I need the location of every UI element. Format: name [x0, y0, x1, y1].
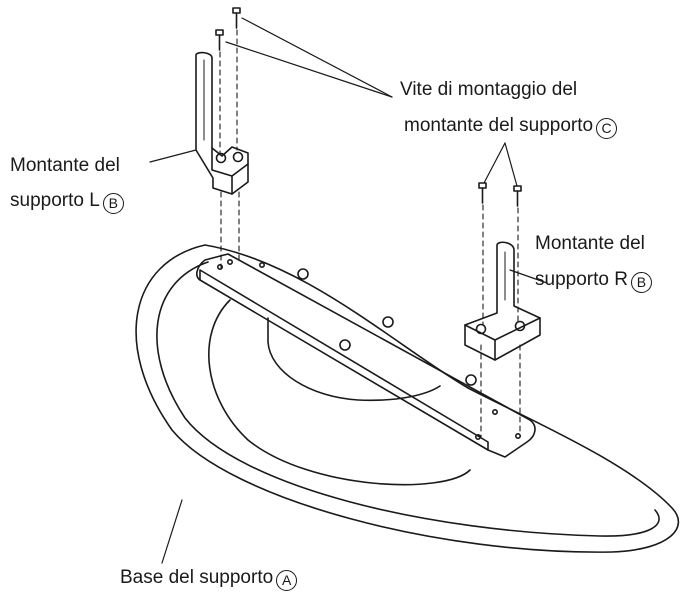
part-mark-c: C [596, 118, 618, 139]
stand-base-rim [135, 244, 680, 553]
screw-left-2 [215, 29, 224, 51]
plate-boss [465, 374, 477, 386]
screw-label-line1: Vite di montaggio del [400, 79, 578, 100]
plate-hole [217, 263, 224, 270]
stand-base-recess [208, 299, 471, 486]
plate-boss [339, 339, 351, 351]
part-mark-b: B [630, 272, 652, 293]
mounting-plate [196, 253, 536, 458]
plate-hole [474, 433, 481, 440]
plate-hole [491, 408, 498, 415]
screw-right-1 [478, 182, 487, 204]
post-left [195, 51, 249, 195]
post-right [464, 241, 541, 361]
screw-right-2 [513, 185, 522, 207]
post-right-label-line1: Montante del [535, 233, 645, 254]
plate-boss [297, 268, 309, 280]
mounting-plate-edge [199, 269, 489, 451]
part-mark-b: B [102, 193, 124, 214]
assembly-guide-lines [219, 29, 521, 438]
stand-base-top-edge [156, 261, 660, 537]
plate-hole [227, 258, 234, 265]
part-mark-a: A [276, 570, 298, 591]
leader-lines [149, 17, 548, 564]
post-left-label-line1: Montante del [10, 155, 120, 176]
plate-boss [382, 316, 394, 328]
plate-hole [258, 261, 265, 268]
stand-hub [267, 317, 441, 402]
screw-left-1 [232, 7, 241, 29]
